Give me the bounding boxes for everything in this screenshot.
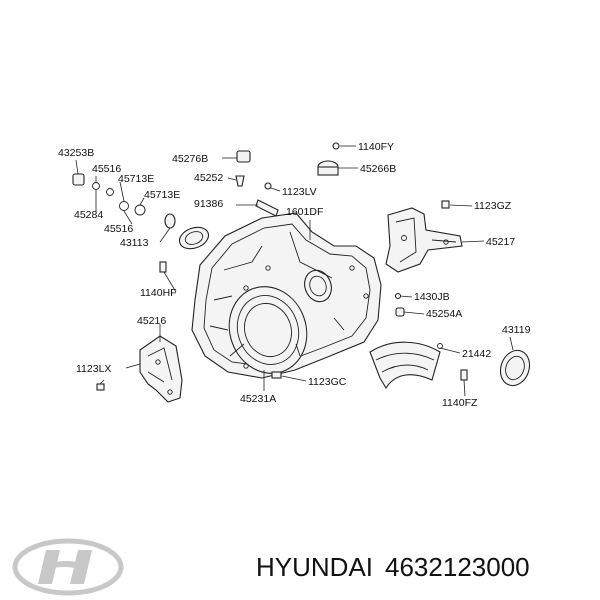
label-45252: 45252 [194,172,223,184]
part-labels: 43253B 45516 45713E 45713E 45284 45516 4… [58,141,531,409]
label-43119: 43119 [502,324,531,336]
label-45516-lower: 45516 [104,223,133,235]
label-45266b: 45266B [360,163,396,175]
seal-43119 [499,349,531,387]
label-1140fz: 1140FZ [442,397,478,409]
bracket-45217 [385,207,463,273]
label-1140fy: 1140FY [358,141,394,153]
label-45217: 45217 [486,236,515,248]
brand-name: HYUNDAI [256,552,374,582]
cover-21442 [369,341,441,390]
label-21442: 21442 [462,348,491,360]
hyundai-logo [12,538,124,596]
label-1123lv: 1123LV [282,186,317,198]
label-91386: 91386 [194,198,223,210]
label-1123gc: 1123GC [308,376,347,388]
bracket-45216 [139,335,183,403]
transaxle-housing [191,212,382,379]
leader-lines [75,145,514,397]
label-1430jb: 1430JB [414,291,450,303]
label-1601df: 1601DF [286,206,323,218]
small-parts [72,142,468,391]
label-43113: 43113 [120,237,149,249]
brand-part-number: HYUNDAI 4632123000 [256,552,530,583]
label-45276b: 45276B [172,153,208,165]
label-1140hf: 1140HF [140,287,177,299]
label-45231a: 45231A [240,393,276,405]
label-1123gz: 1123GZ [474,200,512,212]
part-number: 4632123000 [385,552,530,582]
label-45713e-lower: 45713E [144,189,180,201]
label-45216: 45216 [137,315,166,327]
label-45713e-upper: 45713E [118,173,154,185]
seal-43113 [178,226,210,250]
label-45516-upper: 45516 [92,163,121,175]
label-43253b: 43253B [58,147,94,159]
label-1123lx: 1123LX [76,363,111,375]
label-45254a: 45254A [426,308,462,320]
label-45284: 45284 [74,209,103,221]
